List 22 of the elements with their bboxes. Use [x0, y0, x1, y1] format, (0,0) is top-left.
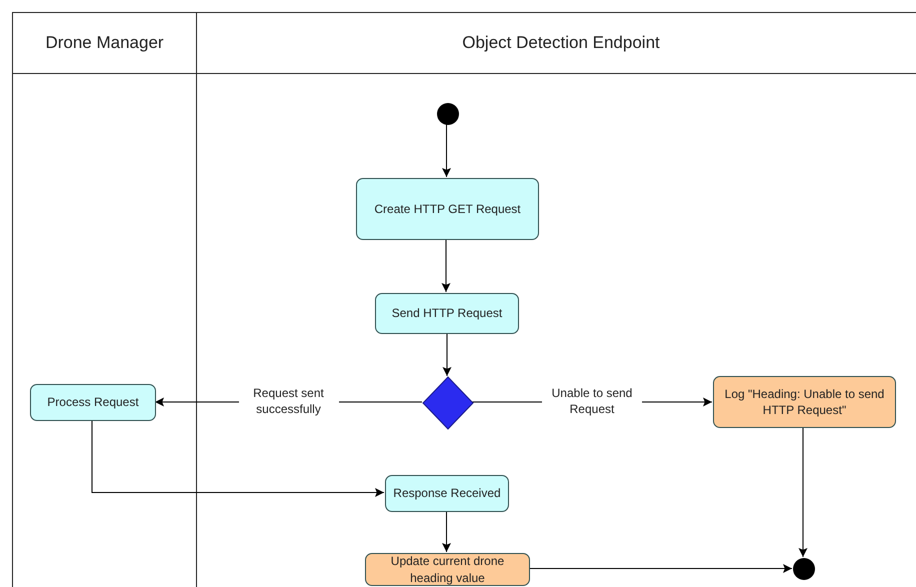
arrow — [472, 398, 712, 406]
arrow — [442, 124, 451, 178]
end-node — [793, 558, 815, 580]
arrow — [92, 420, 384, 497]
action-box: Update current drone heading value — [365, 553, 530, 586]
action-box: Create HTTP GET Request — [356, 178, 539, 240]
edge-label: Unable to send Request — [542, 385, 642, 418]
arrow — [798, 426, 808, 558]
action-box: Log "Heading: Unable to send HTTP Request" — [713, 376, 896, 428]
arrow — [442, 332, 452, 376]
lane-title: Object Detection Endpoint — [197, 13, 916, 74]
lane-title: Drone Manager — [13, 13, 196, 74]
swimlane — [12, 12, 197, 587]
action-box: Process Request — [30, 384, 156, 421]
action-box: Response Received — [385, 475, 509, 512]
action-box: Send HTTP Request — [375, 293, 519, 334]
arrow — [442, 510, 451, 552]
arrow — [154, 398, 422, 406]
arrow — [442, 238, 450, 292]
decision-diamond — [423, 377, 473, 429]
start-node — [437, 103, 459, 125]
arrow — [528, 564, 792, 573]
